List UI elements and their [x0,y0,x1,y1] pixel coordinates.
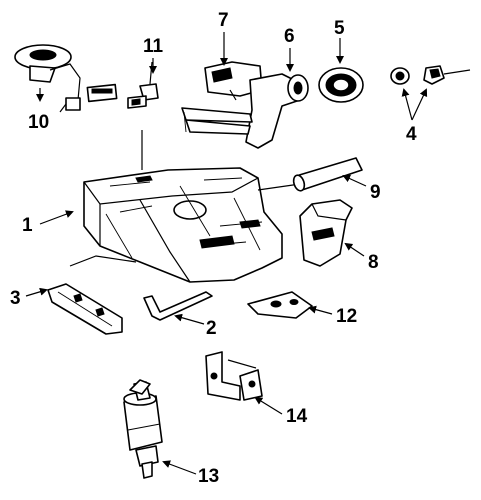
part-8-heat-shield [299,199,353,267]
part-2-tank-strap [69,255,213,321]
callout-6: 6 [284,26,295,47]
part-5-gasket [318,67,364,103]
callout-4: 4 [406,124,417,145]
leader-lines [25,32,428,475]
callout-2: 2 [206,318,217,339]
callout-13: 13 [198,466,219,487]
callout-8: 8 [368,252,379,273]
callout-7: 7 [218,10,229,31]
callout-14: 14 [286,406,308,427]
callout-12: 12 [336,306,357,327]
part-11-sending-unit [127,61,159,109]
part-3-tank-bracket [47,283,123,335]
callout-5: 5 [334,18,345,39]
part-6-filler-neck [181,73,309,149]
callout-1: 1 [22,215,33,236]
part-1-fuel-tank [83,130,301,283]
callout-3: 3 [10,288,21,309]
callout-11: 11 [143,36,164,57]
part-4-grommets [390,65,471,85]
part-9-hose [292,157,363,192]
callout-9: 9 [370,182,381,203]
callout-10: 10 [28,112,49,133]
part-13-fuel-filter [123,379,163,479]
part-10-fuel-pump-assembly [14,44,118,113]
part-14-filter-bracket [205,351,263,401]
part-7-filler-housing [204,61,263,101]
part-12-bracket-plate [247,291,313,319]
